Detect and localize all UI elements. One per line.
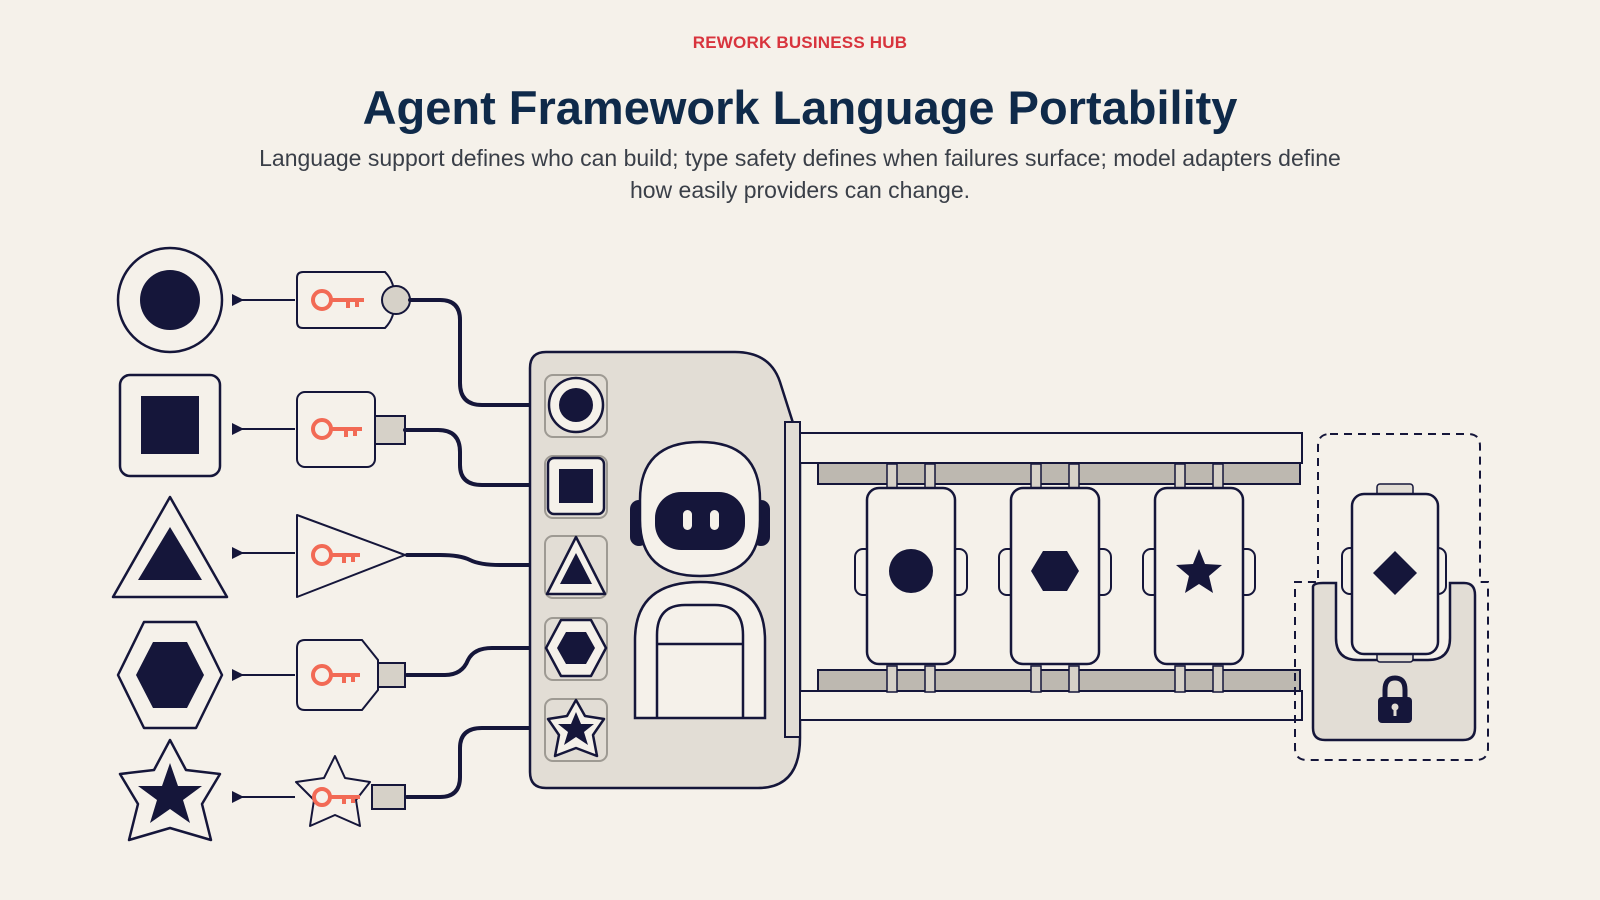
shape-star-badge: [118, 738, 222, 842]
arrow-lines: [232, 294, 295, 803]
rail-module-diamond: [1341, 483, 1447, 663]
key-icon: [311, 664, 360, 686]
page-subtitle: Language support defines who can build; …: [259, 145, 1341, 203]
key-icon: [311, 544, 360, 566]
key-tag-triangle: [296, 514, 406, 598]
shape-triangle-badge: [111, 495, 229, 599]
socket-hexagon: [544, 617, 608, 681]
shape-square-badge: [118, 373, 222, 478]
key-icon: [312, 787, 360, 807]
brand-label: REWORK BUSINESS HUB: [692, 33, 908, 52]
rail-module-hexagon: [998, 463, 1112, 693]
connector-wires: [403, 298, 547, 799]
key-icon: [311, 289, 364, 311]
rail-module-circle: [854, 463, 968, 693]
robot-icon: [630, 440, 770, 720]
shape-circle-badge: [116, 246, 224, 354]
key-tag-star: [295, 755, 406, 827]
lock-icon: [1378, 675, 1412, 723]
socket-square: [544, 455, 608, 519]
rail-module-star: [1142, 463, 1256, 693]
key-tag-square: [296, 391, 406, 468]
key-tag-circle: [296, 271, 411, 329]
socket-circle: [544, 374, 608, 438]
socket-star: [544, 698, 608, 762]
key-tag-hexagon: [296, 639, 406, 711]
shape-hexagon-badge: [116, 620, 224, 730]
key-icon: [311, 418, 362, 440]
page-title: Agent Framework Language Portability: [362, 81, 1238, 134]
socket-triangle: [544, 535, 608, 599]
